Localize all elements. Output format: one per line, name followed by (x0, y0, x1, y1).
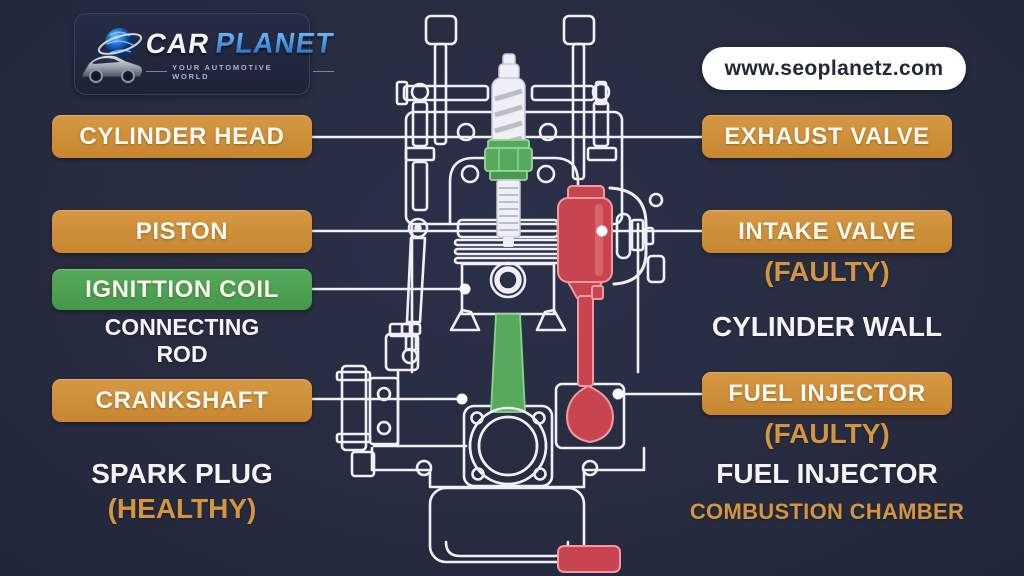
orbit-ring-icon (97, 33, 143, 55)
label-connecting-rod-line2: ROD (156, 341, 208, 367)
pushrod (405, 236, 427, 324)
spark-plug-hex-green (484, 139, 533, 181)
logo-tagline: YOUR AUTOMOTIVE WORLD (146, 63, 334, 81)
intake-valve-faulty (557, 185, 613, 387)
label-exhaust-valve: EXHAUST VALVE (702, 115, 952, 158)
label-piston: PISTON (52, 210, 312, 253)
label-ignition-coil: IGNITTION COIL (52, 269, 312, 310)
crankcase-left-detail (335, 322, 468, 478)
label-fuel-injector-status: (FAULTY) (764, 418, 890, 449)
label-intake-valve: INTAKE VALVE (702, 210, 952, 253)
label-crankshaft: CRANKSHAFT (52, 379, 312, 422)
sump-flange (370, 446, 646, 489)
label-cylinder-wall: CYLINDER WALL (711, 311, 943, 342)
label-connecting-rod: CONNECTING ROD (52, 314, 312, 368)
exhaust-valve-cap (424, 14, 458, 46)
logo-title-car: CAR (143, 27, 212, 59)
label-spark-plug-status: (HEALTHY) (107, 493, 257, 524)
label-connecting-rod-line1: CONNECTING (104, 314, 260, 340)
label-combustion-chamber: COMBUSTION CHAMBER (689, 499, 965, 524)
wrist-pin (489, 261, 527, 299)
label-intake-valve-status: (FAULTY) (764, 256, 890, 287)
logo-globe-car-icon (74, 15, 152, 93)
label-fuel-injector: FUEL INJECTOR (716, 458, 938, 489)
website-url-pill: www.seoplanetz.com (702, 47, 966, 90)
intake-valve-cap (562, 14, 596, 46)
label-fuel-injector-badge: FUEL INJECTOR (702, 372, 952, 415)
label-spark-plug: SPARK PLUG (91, 458, 273, 489)
connecting-rod-green (490, 313, 526, 413)
logo-title: CAR PLANET (144, 28, 336, 60)
fuel-injector-faulty (557, 385, 621, 573)
car-planet-logo: CAR PLANET YOUR AUTOMOTIVE WORLD (74, 13, 336, 95)
spark-plug (484, 53, 533, 247)
label-cylinder-head: CYLINDER HEAD (52, 115, 312, 158)
logo-title-planet: PLANET (213, 27, 336, 59)
leader-dots (456, 225, 624, 405)
